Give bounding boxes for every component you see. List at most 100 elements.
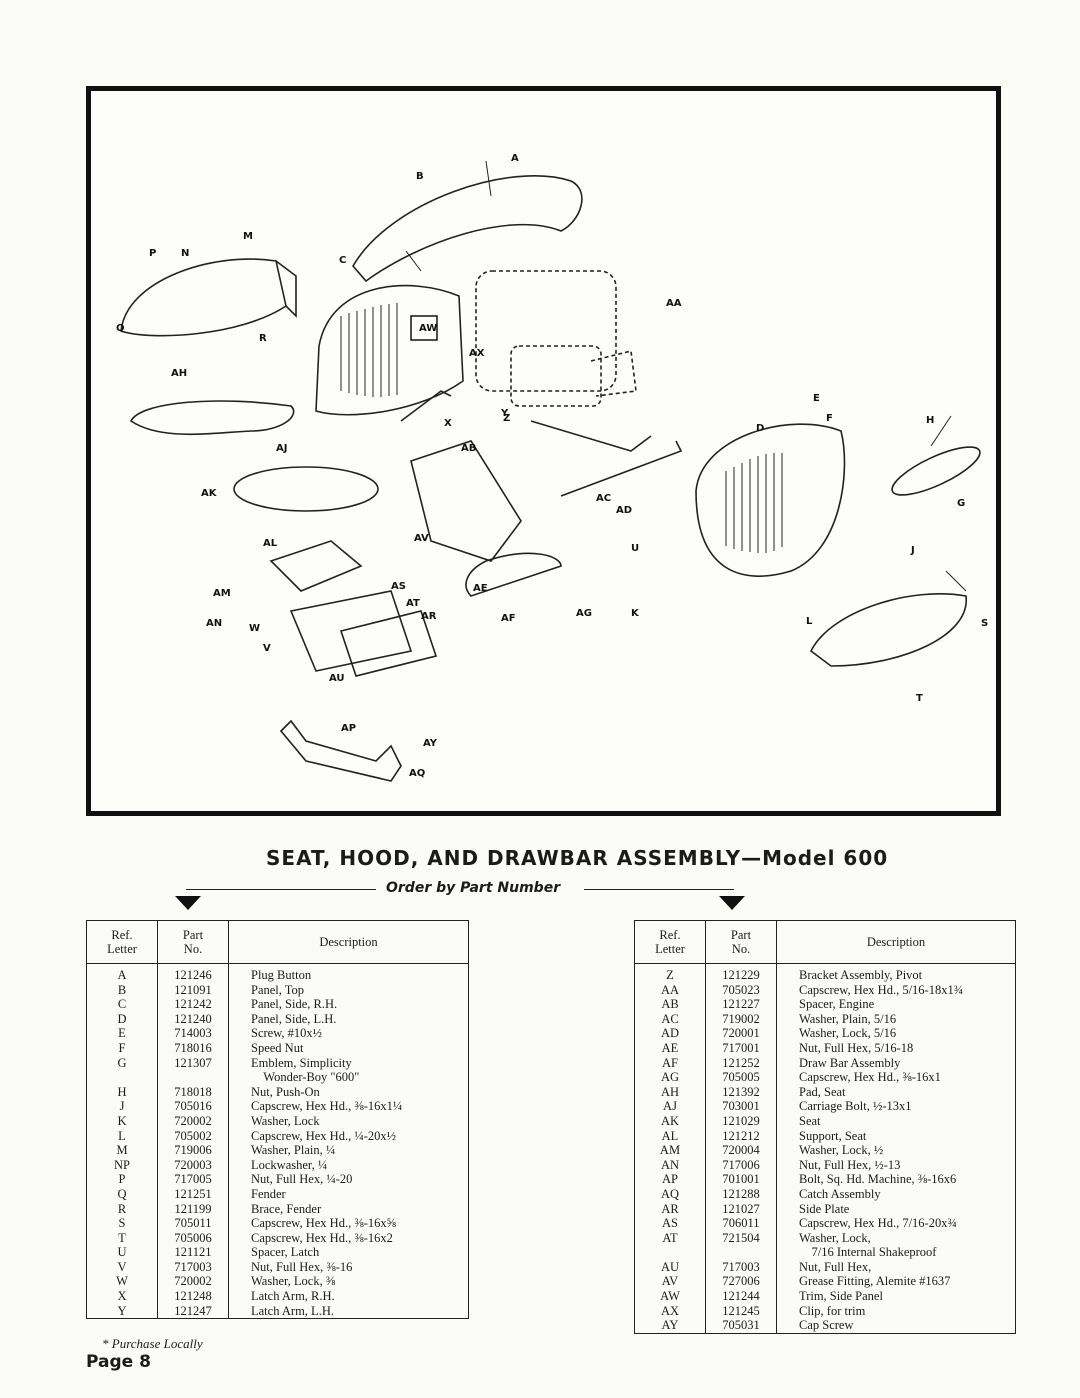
cell-ref-letter: AC xyxy=(634,1011,706,1027)
cell-part-number: 121199 xyxy=(157,1201,229,1217)
cell-description: Trim, Side Panel xyxy=(799,1289,883,1304)
cell-description: Capscrew, Hex Hd., ¼-20x½ xyxy=(251,1128,396,1143)
cell-description: Spacer, Engine xyxy=(799,997,875,1012)
callout-label: J xyxy=(910,545,915,556)
cell-part-number: 121227 xyxy=(705,997,777,1012)
cell-part-number: 121091 xyxy=(157,982,229,998)
callout-label: AS xyxy=(391,581,406,592)
cell-ref-letter: AB xyxy=(634,997,706,1012)
cell-ref-letter: W xyxy=(86,1274,158,1290)
cell-part-number: 121027 xyxy=(705,1201,777,1217)
side-panel-d-shape xyxy=(695,423,846,577)
cell-part-number: 717005 xyxy=(157,1172,229,1187)
side-panel-c-shape xyxy=(315,284,464,416)
cell-ref-letter xyxy=(86,1070,158,1085)
header-ref-letter: Ref. Letter xyxy=(634,920,706,964)
cell-part-number: 703001 xyxy=(705,1099,777,1114)
cell-part-number: 717001 xyxy=(705,1040,777,1056)
table-header-row: Ref. Letter Part No. Description xyxy=(86,920,469,964)
cell-ref-letter: AH xyxy=(634,1084,706,1100)
callout-label: AM xyxy=(213,588,231,599)
callout-label: A xyxy=(511,153,519,164)
cell-part-number: 717003 xyxy=(157,1259,229,1275)
cell-ref-letter: J xyxy=(86,1099,158,1114)
callout-label: AK xyxy=(201,488,218,499)
cell-ref-letter: T xyxy=(86,1230,158,1246)
cell-description: Fender xyxy=(251,1186,286,1201)
cell-ref-letter: AM xyxy=(634,1143,706,1158)
cell-part-number: 720002 xyxy=(157,1113,229,1129)
cell-ref-letter: AJ xyxy=(634,1099,706,1114)
cell-part-number: 720004 xyxy=(705,1143,777,1158)
cell-ref-letter: AR xyxy=(634,1201,706,1217)
cell-part-number: 705011 xyxy=(157,1216,229,1231)
page-title: SEAT, HOOD, AND DRAWBAR ASSEMBLY—Model 6… xyxy=(266,846,889,870)
callout-label: AQ xyxy=(409,768,425,779)
callout-label: U xyxy=(631,543,639,554)
divider xyxy=(584,889,734,890)
cell-description: Lockwasher, ¼ xyxy=(251,1157,328,1172)
header-text: No. xyxy=(183,942,203,956)
cell-ref-letter: AA xyxy=(634,982,706,998)
callout-label: P xyxy=(149,248,156,259)
cell-part-number: 706011 xyxy=(705,1216,777,1231)
callout-label: G xyxy=(957,498,965,509)
cell-description: Seat xyxy=(799,1113,821,1128)
cell-part-number: 701001 xyxy=(705,1172,777,1187)
cell-part-number xyxy=(705,1245,777,1260)
cell-description: Grease Fitting, Alemite #1637 xyxy=(799,1274,951,1289)
cell-description: Capscrew, Hex Hd., 7/16-20x¾ xyxy=(799,1216,957,1231)
callout-label: Y xyxy=(500,408,509,419)
cell-part-number: 705016 xyxy=(157,1099,229,1114)
cell-part-number: 121240 xyxy=(157,1011,229,1027)
cell-description: Bracket Assembly, Pivot xyxy=(799,968,923,982)
cell-part-number: 714003 xyxy=(157,1026,229,1041)
cell-part-number: 719006 xyxy=(157,1143,229,1158)
cell-part-number: 121229 xyxy=(705,963,777,983)
cell-ref-letter: S xyxy=(86,1216,158,1231)
callout-label: L xyxy=(806,616,813,627)
drawbar-shape xyxy=(465,552,562,597)
cell-part-number xyxy=(157,1070,229,1085)
callout-label: AL xyxy=(263,538,278,549)
cell-description: Capscrew, Hex Hd., ⅜-16x2 xyxy=(251,1230,393,1245)
callout-label: Z xyxy=(503,413,510,424)
exploded-diagram: A B C D E F G H J K L M N P Q R S T U V … xyxy=(86,86,1001,816)
header-description: Description xyxy=(776,920,1016,964)
callout-label: H xyxy=(926,415,934,426)
order-note: Order by Part Number xyxy=(386,880,561,896)
header-part-no: Part No. xyxy=(157,920,229,964)
callout-label: W xyxy=(249,623,260,634)
cell-ref-letter: B xyxy=(86,982,158,998)
callout-label: E xyxy=(813,393,820,404)
cell-description: Washer, Lock, 5/16 xyxy=(799,1026,897,1041)
cell-ref-letter: Z xyxy=(634,963,706,983)
engine-outline xyxy=(475,270,637,407)
cell-description: Side Plate xyxy=(799,1201,850,1216)
callout-label: T xyxy=(916,693,923,704)
callout-label: AR xyxy=(421,611,437,622)
callout-label: K xyxy=(631,608,640,619)
cell-part-number: 705023 xyxy=(705,982,777,998)
callout-label: R xyxy=(259,333,267,344)
callout-label: AB xyxy=(461,443,476,454)
